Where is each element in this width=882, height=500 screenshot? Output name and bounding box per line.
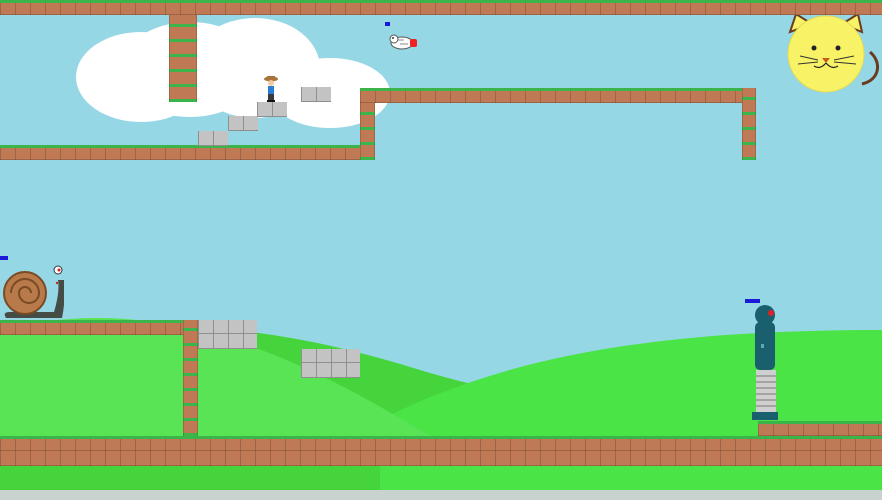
stone-block [198, 131, 228, 146]
ground-platform [0, 436, 882, 466]
middle-left-platform [0, 320, 198, 335]
stone-block-cluster [198, 320, 257, 349]
flying-cat-enemy[interactable] [388, 32, 420, 52]
stone-block [257, 102, 287, 117]
upper-step-wall [360, 88, 375, 160]
upper-right-wall [742, 88, 756, 160]
snail-health-bar [0, 256, 8, 260]
right-step-platform [758, 421, 882, 436]
middle-pillar [183, 320, 198, 436]
snail-enemy[interactable] [2, 262, 64, 320]
stone-block [301, 87, 331, 102]
window-bottom-edge [0, 490, 882, 500]
upper-left-platform [0, 145, 374, 160]
player-character[interactable] [263, 75, 279, 103]
robot-enemy[interactable] [748, 304, 782, 422]
upper-right-platform [360, 88, 756, 103]
cat-sun [787, 12, 879, 93]
ceiling-platform [0, 0, 882, 15]
robot-health-bar [745, 299, 760, 303]
brick-pillar [169, 15, 197, 102]
stone-block [228, 116, 258, 131]
flying-cat-health-bar [385, 22, 390, 26]
stone-block-cluster [301, 349, 360, 378]
